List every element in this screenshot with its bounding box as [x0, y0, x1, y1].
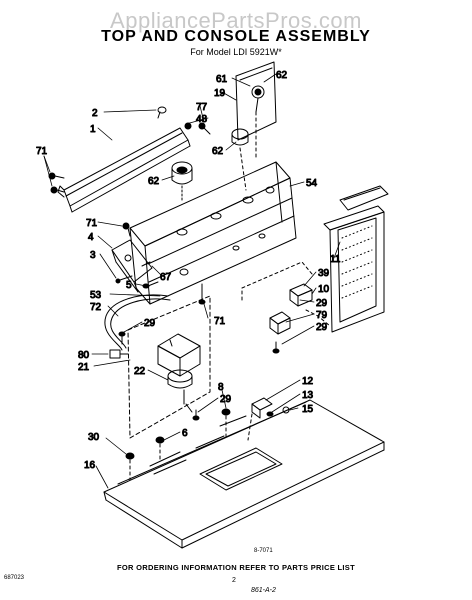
- callout-71: 71: [214, 316, 226, 327]
- leader-line: [305, 309, 331, 327]
- callout-62: 62: [276, 70, 288, 81]
- screw-77-part: [198, 122, 211, 135]
- callout-6: 6: [182, 428, 188, 439]
- switch-39-part: [289, 283, 313, 307]
- dispenser-panel-11-part: [323, 185, 389, 333]
- page-title: TOP AND CONSOLE ASSEMBLY: [101, 28, 371, 45]
- callout-61: 61: [216, 74, 228, 85]
- knob-62-right-part: [231, 128, 249, 146]
- callout-16: 16: [84, 460, 96, 471]
- page-number: 2: [232, 577, 236, 584]
- screw-6-part: [155, 436, 165, 444]
- callout-10: 10: [318, 284, 330, 295]
- watermark-text: AppliancePartsPros.com: [110, 8, 362, 33]
- connector-80-part: [109, 349, 129, 359]
- callout-22: 22: [134, 366, 146, 377]
- wire-harness-72-part: [104, 294, 171, 351]
- screw-8-part: [221, 408, 231, 416]
- callout-29: 29: [144, 318, 156, 329]
- control-bracket-part: [235, 61, 277, 141]
- screw-15-part: [282, 406, 290, 414]
- callout-13: 13: [302, 390, 314, 401]
- callout-80: 80: [78, 350, 90, 361]
- screw-29-right-part: [272, 341, 280, 354]
- catalog-code: 687023: [4, 575, 25, 581]
- model-subtitle: For Model LDI 5921W*: [190, 47, 282, 57]
- callout-72: 72: [90, 302, 102, 313]
- callout-29: 29: [316, 298, 328, 309]
- handwritten-note: 861-A-2: [251, 587, 276, 594]
- screw-29-left-part: [118, 331, 126, 345]
- drawing-number: 8-7071: [254, 548, 273, 554]
- screw-2-part: [157, 106, 167, 119]
- callout-29: 29: [220, 394, 232, 405]
- callout-2: 2: [92, 108, 98, 119]
- callout-71: 71: [86, 218, 98, 229]
- callout-62: 62: [148, 176, 160, 187]
- console-panel-part: [129, 161, 297, 305]
- callout-67: 67: [160, 272, 172, 283]
- callout-21: 21: [78, 362, 90, 373]
- leader-line: [247, 413, 253, 441]
- callout-77: 77: [196, 102, 208, 113]
- screw-5-part: [142, 281, 159, 289]
- callout-29: 29: [316, 322, 328, 333]
- screws-71-left-part: [48, 172, 65, 194]
- callout-11: 11: [330, 254, 341, 265]
- callout-79: 79: [316, 310, 328, 321]
- leader-line: [239, 147, 247, 191]
- knob-62-left-part: [171, 161, 193, 201]
- callout-5: 5: [126, 280, 132, 291]
- callout-54: 54: [306, 178, 318, 189]
- switch-79-part: [269, 311, 291, 335]
- bracket-4-part: [111, 239, 153, 293]
- leader-line: [241, 261, 313, 301]
- motor-22-part: [167, 369, 193, 413]
- callout-3: 3: [90, 250, 96, 261]
- knob-48-part: [184, 122, 192, 130]
- callout-39: 39: [318, 268, 330, 279]
- timer-dashed-box: [127, 295, 211, 439]
- trim-strip-part: [57, 127, 191, 213]
- callout-12: 12: [302, 376, 314, 387]
- top-panel-16-part: [103, 399, 385, 549]
- screw-29-bottom-part: [192, 409, 200, 421]
- callout-53: 53: [90, 290, 102, 301]
- screw-71-lower-part: [198, 283, 206, 305]
- screws-3-part: [115, 261, 151, 284]
- callout-62: 62: [212, 146, 224, 157]
- callout-71: 71: [36, 146, 48, 157]
- callout-30: 30: [88, 432, 100, 443]
- callout-15: 15: [302, 404, 314, 415]
- screw-71-mid-part: [122, 222, 131, 237]
- callout-8: 8: [218, 382, 224, 393]
- screw-30-part: [125, 452, 135, 460]
- ordering-note: FOR ORDERING INFORMATION REFER TO PARTS …: [117, 563, 355, 572]
- callout-4: 4: [88, 232, 94, 243]
- callout-1: 1: [90, 124, 96, 135]
- callout-leaders: [43, 73, 341, 489]
- callout-19: 19: [214, 88, 226, 99]
- lid-switch-12-part: [251, 397, 274, 419]
- callout-48: 48: [196, 114, 208, 125]
